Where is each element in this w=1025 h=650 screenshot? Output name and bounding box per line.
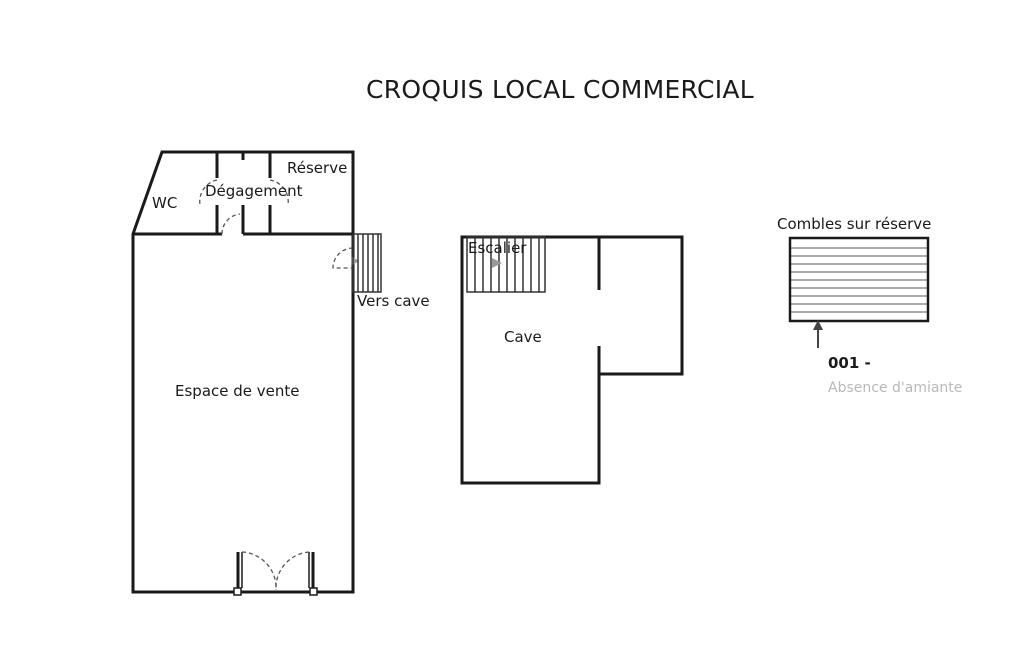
sample-note: Absence d'amiante <box>828 380 962 396</box>
front-entrance <box>233 551 318 596</box>
ground-floor-plan: WC Dégagement Réserve Espace de vente Ve… <box>131 150 430 596</box>
attic-label: Combles sur réserve <box>777 215 931 233</box>
cellar-door-swing <box>332 247 354 269</box>
stair-label-vers-cave: Vers cave <box>357 292 430 310</box>
basement-plan: Escalier Cave <box>460 235 684 485</box>
basement-stairs <box>466 236 546 293</box>
room-label-degagement: Dégagement <box>205 182 303 200</box>
cellar-stairs <box>352 233 382 293</box>
room-label-wc: WC <box>152 194 177 212</box>
room-label-reserve: Réserve <box>287 159 347 177</box>
attic-outline <box>788 236 930 323</box>
sketch-title: CROQUIS LOCAL COMMERCIAL <box>366 75 754 104</box>
room-label-espace-de-vente: Espace de vente <box>175 382 300 400</box>
ground-floor-outline <box>131 150 355 594</box>
basement-outline <box>460 235 684 485</box>
attic-plan: Combles sur réserve 001 - Absence d'amia… <box>777 215 962 396</box>
room-label-cave: Cave <box>504 328 542 346</box>
wc-door-swing <box>199 179 218 206</box>
reserve-door-swing <box>269 179 289 206</box>
sample-code: 001 - <box>828 354 871 372</box>
stair-label-escalier: Escalier <box>468 239 527 257</box>
attic-hatching <box>791 247 927 313</box>
sample-arrow-icon <box>813 320 823 348</box>
degagement-door-swing <box>221 213 241 235</box>
basement-arrow-icon <box>492 258 502 268</box>
